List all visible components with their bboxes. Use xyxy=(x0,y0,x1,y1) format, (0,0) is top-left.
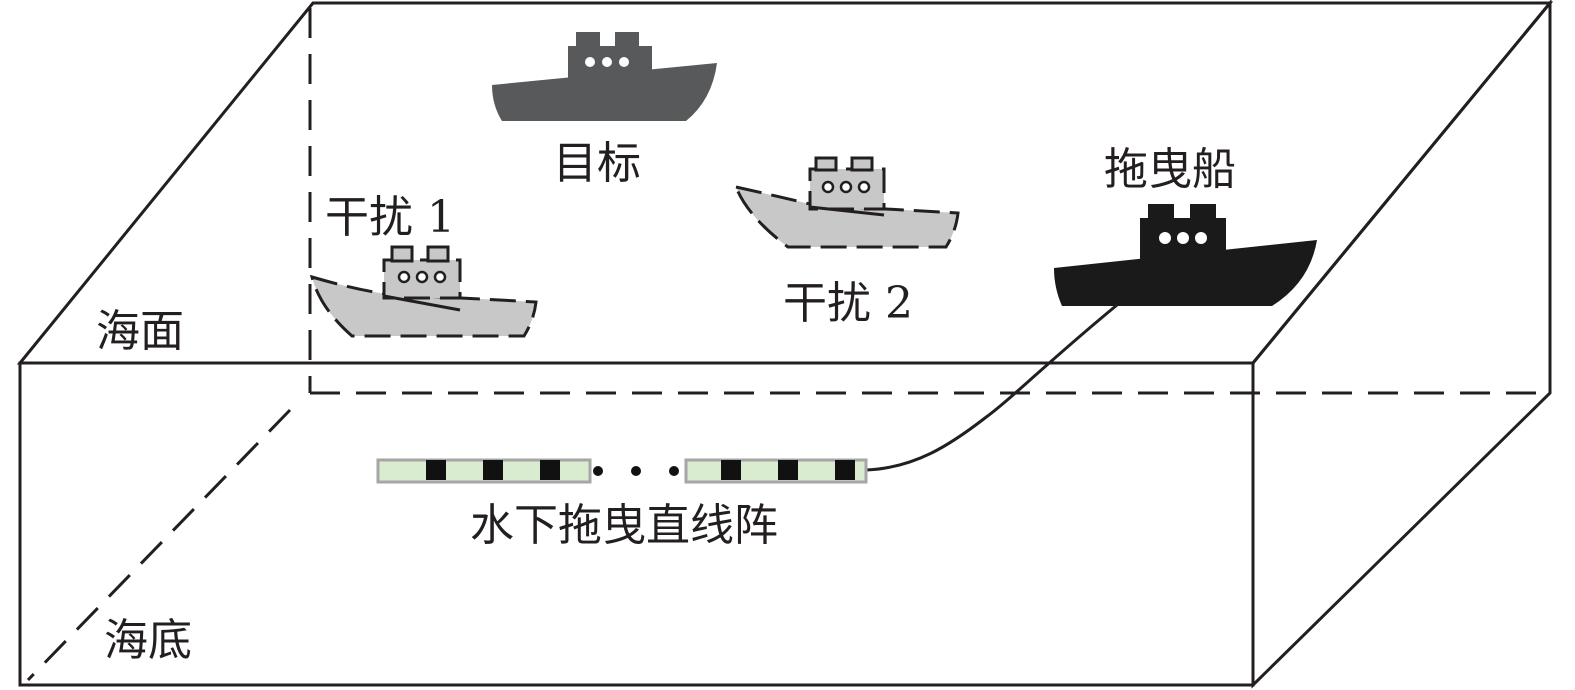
ellipsis-dot xyxy=(669,466,679,476)
array-sensor xyxy=(835,460,855,480)
ship-icon xyxy=(1054,204,1317,306)
tow-ship-label: 拖曳船 xyxy=(1104,144,1236,195)
interference-2-label: 干扰 2 xyxy=(783,278,913,329)
target-label: 目标 xyxy=(553,138,641,189)
towed-array-label: 水下拖曳直线阵 xyxy=(470,500,778,551)
interference-1-ship xyxy=(309,245,538,338)
ship-icon xyxy=(492,32,717,121)
towed-array xyxy=(376,458,868,484)
sea-surface-label: 海面 xyxy=(96,306,184,357)
array-sensor xyxy=(778,460,798,480)
tow-cable xyxy=(865,303,1118,472)
array-sensor xyxy=(483,460,503,480)
ship-icon xyxy=(733,156,960,249)
ocean-box xyxy=(16,0,1554,689)
target-ship xyxy=(492,32,717,121)
hidden-left-bottom-edge xyxy=(26,408,292,682)
array-sensor xyxy=(540,460,560,480)
tow-ship xyxy=(1054,204,1317,306)
ship-icon xyxy=(309,245,538,338)
ellipsis-dot xyxy=(631,466,641,476)
seabed-label: 海底 xyxy=(104,615,192,666)
ellipsis-dot xyxy=(593,466,603,476)
array-sensor xyxy=(426,460,446,480)
interference-2-ship xyxy=(733,156,960,249)
array-sensor xyxy=(721,460,741,480)
interference-1-label: 干扰 1 xyxy=(325,192,455,243)
right-face xyxy=(1251,0,1552,689)
